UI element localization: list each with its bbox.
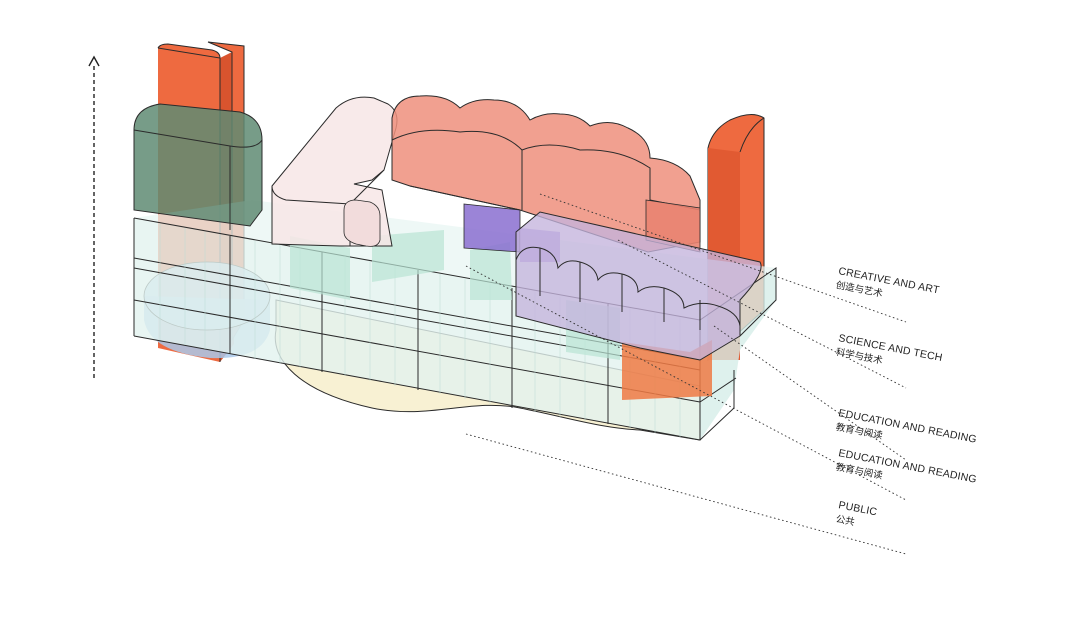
leader-education-and-reading-lower [465,265,907,501]
label-creative-and-art: CREATIVE AND ART 创造与艺术 [835,265,941,300]
green-volume [133,103,263,230]
leader-creative-and-art [539,193,907,323]
lavender-scalloped-volume [515,211,777,361]
label-education-and-reading-lower: EDUCATION AND READING 教育与阅读 [835,447,978,486]
label-public: PUBLIC 公共 [835,499,879,529]
mint-interior-blocks [290,230,620,360]
leader-lines [465,193,907,555]
leader-public [465,433,907,555]
leader-education-and-reading-upper [713,325,907,461]
pink-pill-volume [271,96,398,247]
vertical-axis-arrow [88,55,100,378]
label-public-zh: 公共 [835,514,856,529]
label-group: CREATIVE AND ART 创造与艺术 SCIENCE AND TECH … [835,265,978,529]
label-science-and-tech: SCIENCE AND TECH 科学与技术 [835,332,944,367]
leader-science-and-tech [617,239,907,389]
